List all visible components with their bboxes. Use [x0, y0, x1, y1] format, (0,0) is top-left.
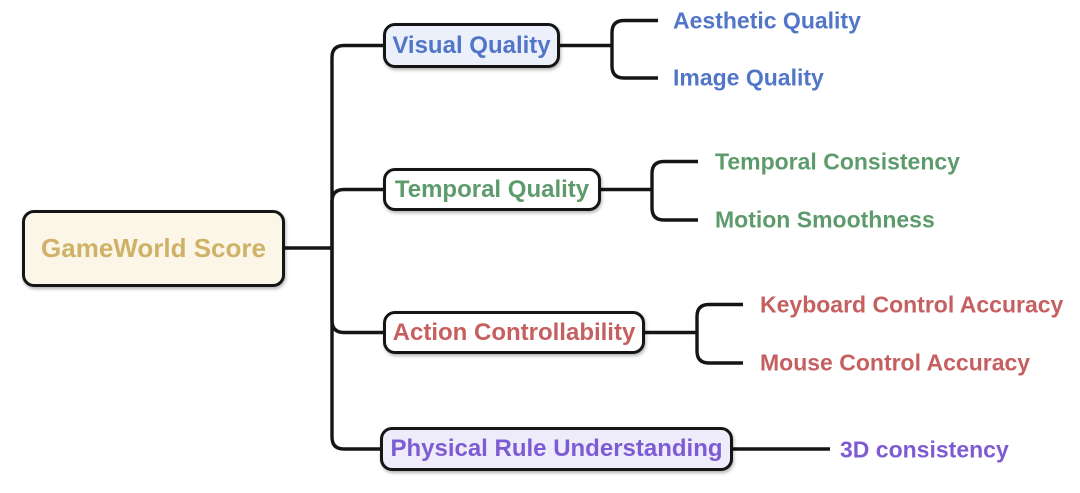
leaf-3d-consistency: 3D consistency: [840, 436, 1009, 463]
leaf-aesthetic-quality: Aesthetic Quality: [673, 7, 861, 34]
branch-node-label: Physical Rule Understanding: [390, 435, 723, 462]
branch-node-physical-rule-understanding: Physical Rule Understanding: [380, 427, 733, 471]
connector-branch-action: [330, 248, 384, 335]
leaf-motion-smoothness: Motion Smoothness: [715, 206, 935, 233]
branch-node-label: Action Controllability: [392, 318, 636, 346]
leaf-image-quality: Image Quality: [673, 64, 824, 91]
connector-action-bracket: [695, 302, 743, 365]
leaf-mouse-control-accuracy: Mouse Control Accuracy: [760, 349, 1031, 376]
branch-node-label: Visual Quality: [392, 31, 551, 59]
connector-branch-visual: [330, 43, 384, 248]
connector-branch-physical: [330, 248, 381, 451]
branch-node-temporal-quality: Temporal Quality: [383, 168, 601, 211]
root-node-label: GameWorld Score: [41, 233, 266, 263]
leaf-temporal-consistency: Temporal Consistency: [715, 148, 960, 175]
leaf-keyboard-control-accuracy: Keyboard Control Accuracy: [760, 291, 1064, 318]
root-node-gameworld-score: GameWorld Score: [22, 210, 285, 287]
connector-temporal-bracket: [650, 159, 698, 222]
connector-branch-temporal: [330, 187, 384, 248]
branch-node-visual-quality: Visual Quality: [383, 23, 560, 68]
connector-visual-bracket: [610, 18, 658, 80]
branch-node-label: Temporal Quality: [394, 175, 590, 203]
branch-node-action-controllability: Action Controllability: [383, 311, 645, 354]
